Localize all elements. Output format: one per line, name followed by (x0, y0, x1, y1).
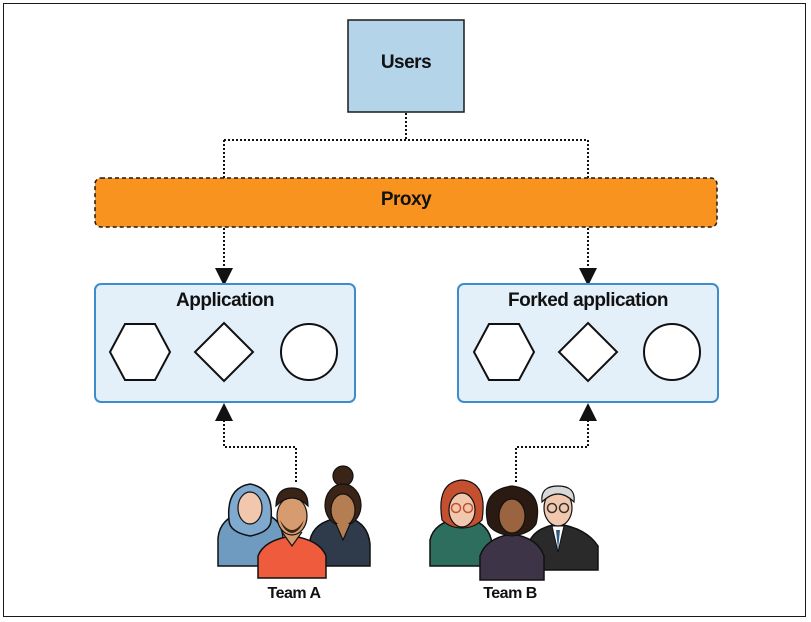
person-elder-icon (527, 485, 599, 571)
team-b-to-forked-application-arrow (515, 403, 597, 482)
team-a-people-icon (217, 465, 371, 579)
application-label: Application (176, 290, 274, 311)
person-glasses-icon (429, 479, 493, 567)
team-a-label: Team A (267, 585, 321, 602)
forked-application-label: Forked application (508, 290, 668, 311)
team-a-to-application-arrow (215, 403, 297, 482)
circle-shape (280, 323, 338, 381)
proxy-label: Proxy (380, 189, 432, 210)
person-curly-icon (479, 485, 545, 581)
team-b-label: Team B (483, 585, 537, 602)
team-b-people-icon (429, 479, 599, 581)
person-beard-icon (257, 487, 327, 579)
users-box (347, 19, 465, 113)
diamond-shape (193, 321, 255, 383)
proxy-bar (94, 177, 718, 228)
diagram-frame (3, 3, 806, 617)
hexagon-shape (108, 323, 172, 381)
diamond-shape (557, 321, 619, 383)
hexagon-shape (472, 323, 536, 381)
circle-shape (643, 323, 701, 381)
users-to-proxy-connector (223, 113, 589, 178)
users-label: Users (380, 52, 432, 73)
